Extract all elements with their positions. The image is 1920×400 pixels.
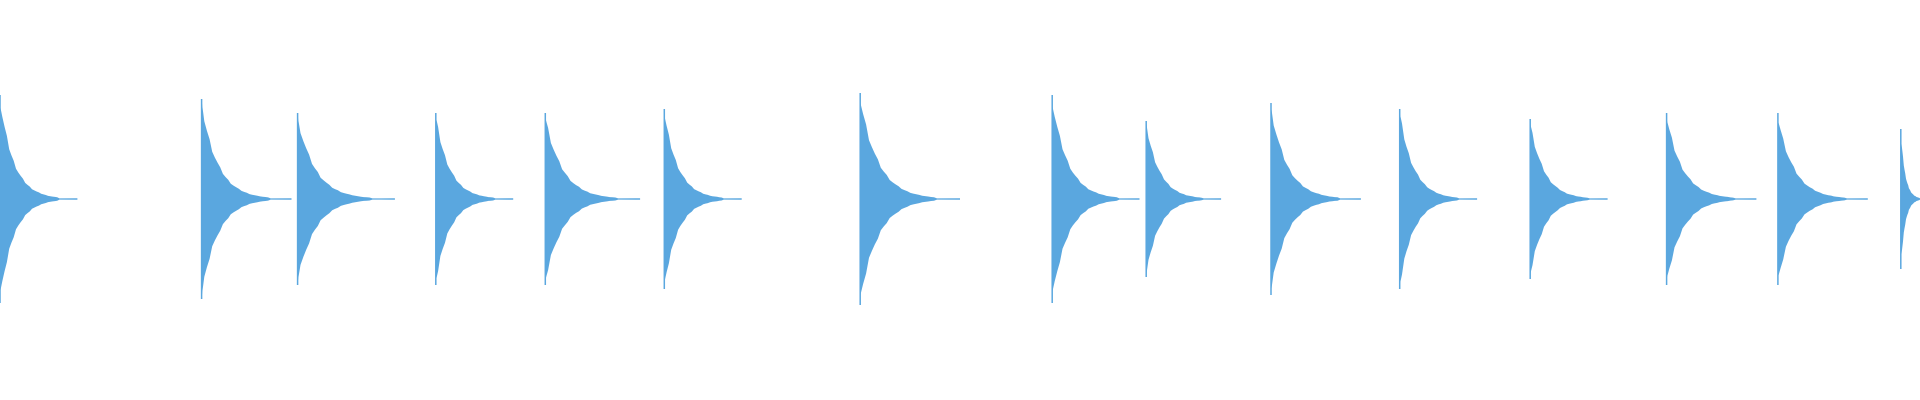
waveform-transient — [0, 105, 78, 293]
waveform-transient — [297, 115, 395, 283]
waveform-transient — [545, 117, 641, 281]
waveform-transient — [1666, 119, 1757, 279]
waveform-transient — [1399, 112, 1478, 286]
waveform-transient — [1530, 123, 1608, 275]
waveform-transient — [1052, 105, 1140, 293]
waveform-transient — [1146, 122, 1222, 276]
waveform-transient — [860, 102, 960, 296]
waveform-transient — [1777, 120, 1868, 278]
waveform-transient — [201, 100, 292, 298]
waveform-transient — [1271, 105, 1361, 293]
waveform-transient — [435, 116, 514, 282]
waveform-transient — [1900, 136, 1920, 262]
waveform-transient — [664, 115, 742, 283]
